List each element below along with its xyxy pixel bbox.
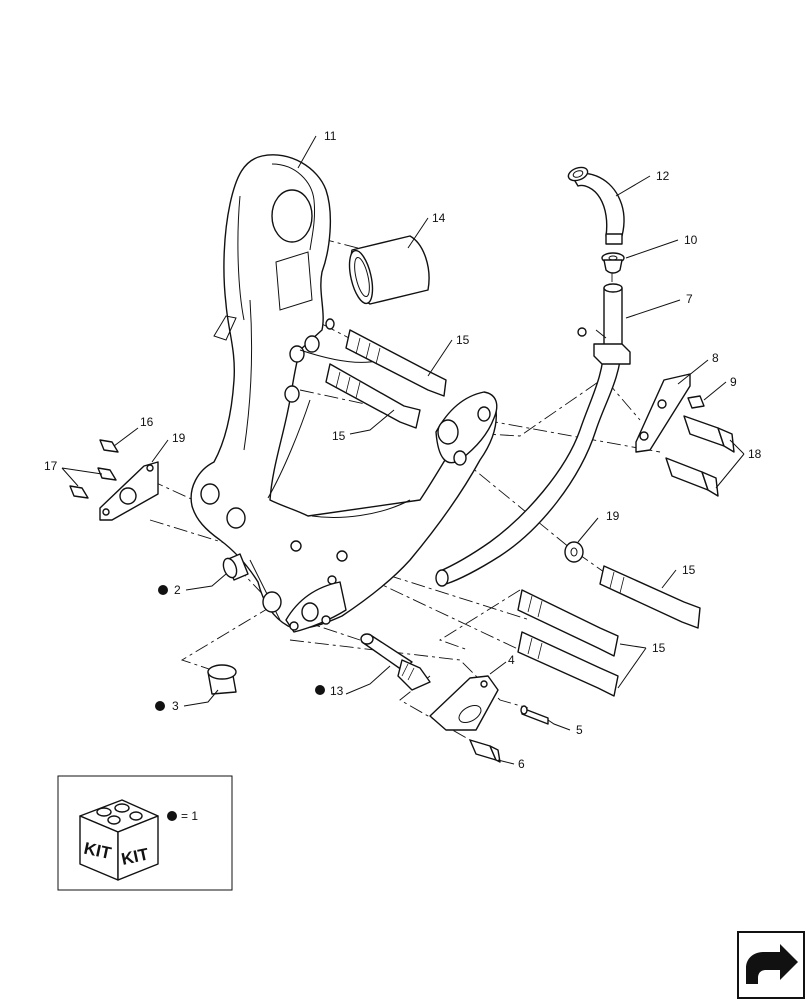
grommet: [601, 252, 625, 274]
callout-8: 8: [712, 351, 719, 365]
callout-6: 6: [518, 757, 525, 771]
sleeve-2: [222, 553, 249, 581]
screw-6: [469, 739, 501, 763]
callout-7: 7: [686, 292, 693, 306]
bolts-16: [665, 415, 735, 497]
callout-17: 19: [606, 509, 620, 523]
kit-markers: [155, 585, 325, 711]
callout-2: 2: [174, 583, 181, 597]
arrow-navigation-icon[interactable]: [737, 931, 805, 999]
callout-15-c: 15: [682, 563, 696, 577]
callout-16: 18: [748, 447, 762, 461]
clamp-block-4: [429, 675, 499, 731]
support-bracket: [190, 154, 498, 633]
screws-19: [69, 439, 119, 499]
callout-12: 12: [656, 169, 670, 183]
callout-5: 5: [576, 723, 583, 737]
mounting-plate: [635, 373, 691, 453]
callout-19-a: 16: [140, 415, 154, 429]
callout-14: 14: [432, 211, 446, 225]
callout-10: 10: [684, 233, 698, 247]
callout-19-b: 17: [44, 459, 58, 473]
callout-13: 13: [330, 684, 344, 698]
bolts-15: [325, 329, 701, 697]
side-plate: [99, 461, 159, 521]
callout-9: 9: [730, 375, 737, 389]
breather-tube: [435, 283, 631, 587]
kit-legend: KIT KIT = 1: [57, 775, 233, 891]
callout-18: 19: [172, 431, 186, 445]
elbow-hose: [567, 166, 625, 245]
small-screw: [687, 395, 705, 409]
washer: [564, 541, 584, 563]
callout-15-a: 15: [456, 333, 470, 347]
callout-labels: 11 14 15 15 12 10 7 8 9 18 19 15 15 19 1…: [44, 129, 762, 771]
kit-box-icon: KIT KIT: [79, 799, 159, 881]
pin-13: [360, 633, 431, 691]
callout-15-b: 15: [332, 429, 346, 443]
callout-3: 3: [172, 699, 179, 713]
kit-legend-label: = 1: [181, 809, 198, 823]
callout-15-d: 15: [652, 641, 666, 655]
leader-lines: [61, 135, 745, 765]
bushing-3: [207, 664, 237, 695]
pin-5: [520, 705, 549, 725]
callout-4: 4: [508, 653, 515, 667]
bushing: [348, 235, 430, 305]
callout-11: 11: [324, 129, 337, 143]
